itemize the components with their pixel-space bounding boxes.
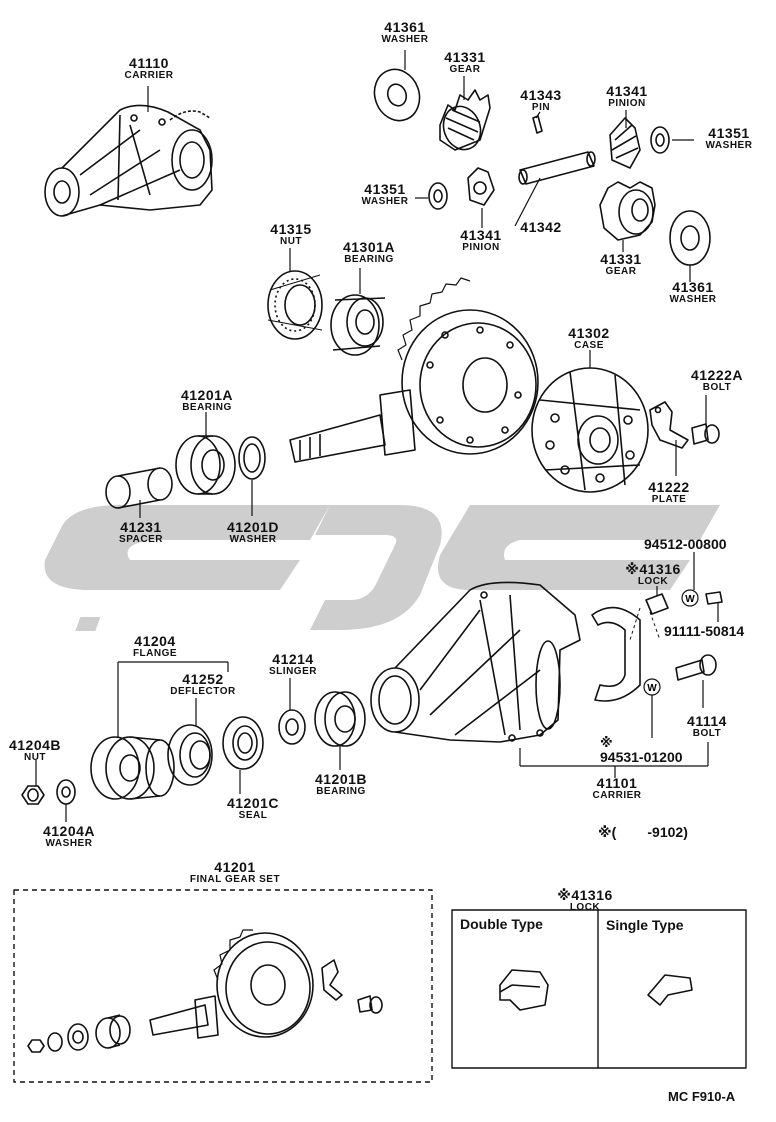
shaft-41342-drawing xyxy=(518,151,596,185)
final-gear-set-drawing xyxy=(13,889,433,1083)
case-41302-drawing xyxy=(531,367,649,493)
washer-41351-left-drawing xyxy=(428,182,448,210)
pinion-41341-right-drawing xyxy=(609,117,641,169)
plate-41222-drawing xyxy=(649,401,689,449)
drive-pinion-drawing xyxy=(289,389,416,463)
washer-41204A-drawing xyxy=(56,779,76,805)
figure-reference: MC F910-A xyxy=(668,1089,736,1104)
label-91111-50814: 91111-50814 xyxy=(664,623,745,639)
lock-single-type-title: Single Type xyxy=(606,917,684,933)
bearing-41201B-drawing xyxy=(314,691,366,747)
label-94512-00800: 94512-00800 xyxy=(644,536,727,552)
lock-type-box xyxy=(451,909,747,1069)
lock-double-type-title: Double Type xyxy=(460,916,543,932)
spacer-41231-drawing xyxy=(105,467,173,509)
w-symbol-2: W xyxy=(647,683,657,694)
nut-41204B-drawing xyxy=(21,785,45,805)
label-94531-01200: 94531-01200 xyxy=(600,749,683,765)
watermark-logo xyxy=(44,505,720,631)
w-symbols: W W xyxy=(643,589,699,696)
deflector-41252-drawing xyxy=(167,724,213,786)
gear-41331-right-drawing xyxy=(599,181,656,241)
bearing-41201A-drawing xyxy=(175,435,236,495)
washer-41361-right-drawing xyxy=(669,210,711,266)
seal-41201C-drawing xyxy=(222,716,264,770)
slinger-41214-drawing xyxy=(278,709,306,745)
bolt-91111-drawing xyxy=(705,591,723,605)
pin-41343-drawing xyxy=(532,115,543,134)
label-94531-mark: ※ xyxy=(600,735,613,750)
applicability-note: ※( -9102) xyxy=(598,824,688,840)
carrier-41110-drawing xyxy=(44,104,213,217)
ring-gear-drawing xyxy=(397,277,539,455)
washer-41351-right-drawing xyxy=(650,126,670,154)
washer-41201D-drawing xyxy=(238,436,266,480)
gear-41331-top-drawing xyxy=(439,89,491,151)
bearing-41301A-drawing xyxy=(330,294,386,356)
flange-41204-drawing xyxy=(90,736,175,800)
leader-lines xyxy=(35,50,719,822)
bolt-41222A-drawing xyxy=(691,423,720,445)
washer-41361-top-drawing xyxy=(373,68,421,122)
part-label-41342: 41342 xyxy=(520,219,562,235)
w-symbol-1: W xyxy=(685,594,695,605)
nut-41315-drawing xyxy=(267,270,323,340)
bearing-cap-drawing xyxy=(591,606,641,702)
pinion-41341-left-drawing xyxy=(467,167,495,206)
bolt-41114-drawing xyxy=(675,654,717,681)
carrier-41101-drawing xyxy=(370,581,581,743)
